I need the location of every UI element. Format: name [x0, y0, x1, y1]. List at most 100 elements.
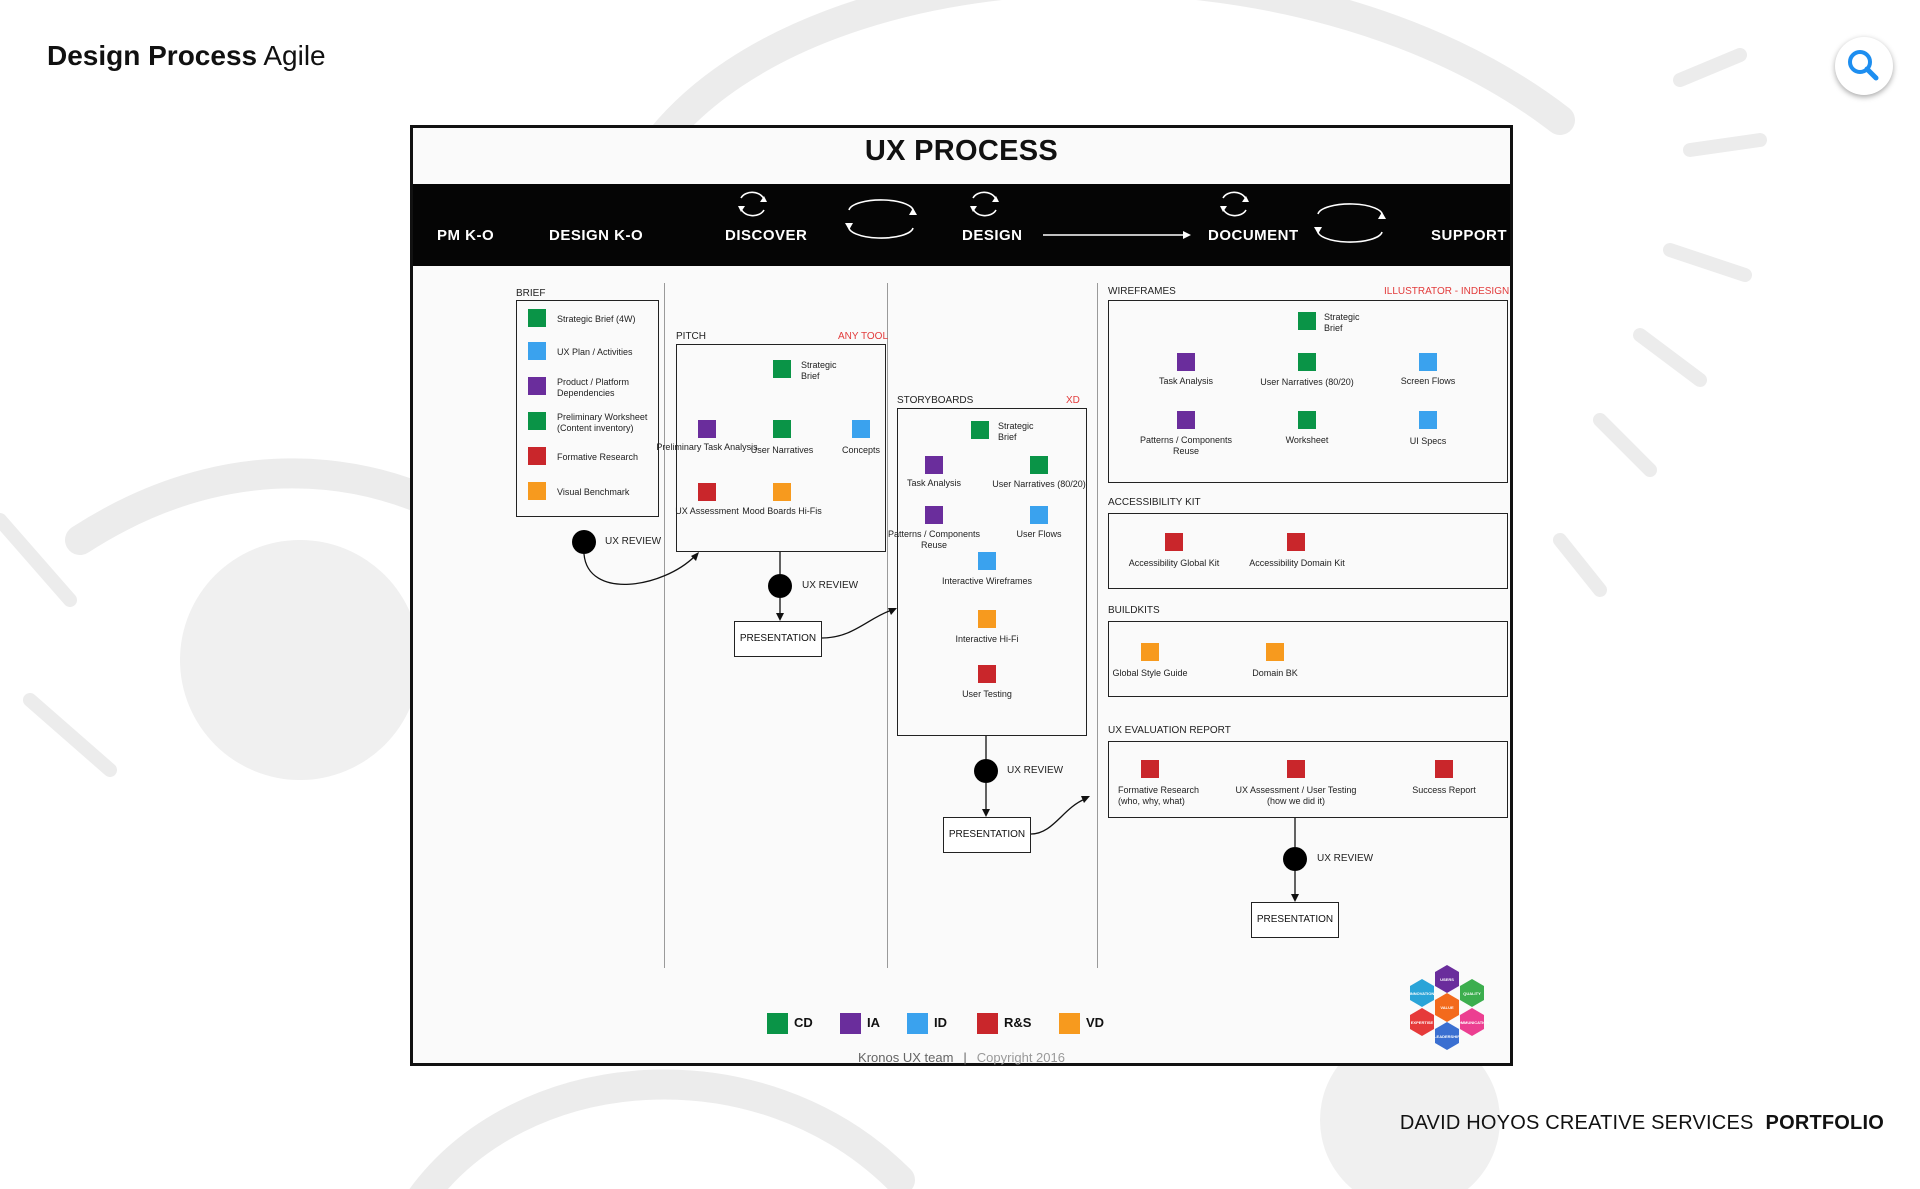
cycle-arrows-icon: [740, 191, 1247, 217]
storyboard-item: User Testing: [962, 689, 1012, 699]
legend-swatch: [767, 1013, 788, 1034]
legend-swatch: [907, 1013, 928, 1034]
wireframes-box: Strategic Brief Task Analysis User Narra…: [1108, 300, 1508, 483]
credit-copyright: Copyright 2016: [976, 1050, 1065, 1065]
stage-pm-ko: PM K-O: [437, 227, 495, 244]
diagram-title: UX PROCESS: [864, 135, 1059, 167]
ux-review-label: UX REVIEW: [802, 580, 859, 591]
review-dot: [1283, 847, 1307, 871]
hex-petal: EXPERTISE: [1411, 1020, 1434, 1025]
wireframes-tool-label: ILLUSTRATOR - INDESIGN: [1384, 286, 1510, 297]
pitch-item: Strategic Brief: [801, 360, 837, 381]
accessibility-box: Accessibility Global Kit Accessibility D…: [1108, 513, 1508, 589]
hex-petal: LEADERSHIP: [1434, 1034, 1460, 1039]
brief-item: UX Plan / Activities: [557, 347, 633, 357]
legend-swatch: [1419, 411, 1437, 429]
pitch-item: UX Assessment: [675, 506, 739, 516]
legend-swatch: [971, 421, 989, 439]
legend-swatch: [1298, 411, 1316, 429]
column-divider: [887, 283, 888, 968]
legend-swatch: [1030, 506, 1048, 524]
storyboard-item: Task Analysis: [906, 478, 962, 488]
legend-swatch: [528, 412, 546, 430]
legend-swatch: [852, 420, 870, 438]
storyboard-item: Patterns / Components Reuse: [887, 529, 981, 550]
brief-item: Visual Benchmark: [557, 487, 630, 497]
legend-swatch: [1298, 312, 1316, 330]
presentation-box: PRESENTATION: [943, 817, 1031, 853]
ux-review-label: UX REVIEW: [1317, 853, 1374, 864]
legend-swatch: [1059, 1013, 1080, 1034]
legend-swatch: [698, 420, 716, 438]
ux-review-label: UX REVIEW: [605, 536, 662, 547]
storyboard-item: Strategic Brief: [998, 421, 1034, 442]
credit-line: Kronos UX team|Copyright 2016: [858, 1050, 1065, 1065]
evaluation-item: Formative Research (who, why, what): [1118, 785, 1200, 806]
column-divider: [664, 283, 665, 968]
brief-item: Formative Research: [557, 452, 639, 462]
stage-bar: PM K-O DESIGN K-O DISCOVER DESIGN DOCUME…: [413, 184, 1510, 266]
accessibility-item: Accessibility Domain Kit: [1249, 558, 1345, 568]
legend-swatch: [840, 1013, 861, 1034]
legend-swatch: [1298, 353, 1316, 371]
legend-item-ia: IA: [840, 1013, 880, 1035]
evaluation-item: UX Assessment / User Testing (how we did…: [1235, 785, 1357, 806]
brief-item: Preliminary Worksheet (Content inventory…: [557, 412, 648, 433]
evaluation-item: Success Report: [1412, 785, 1476, 795]
legend-swatch: [1287, 760, 1305, 778]
wireframe-item: User Narratives (80/20): [1260, 377, 1354, 387]
pitch-box: Strategic Brief Preliminary Task Analysi…: [656, 344, 886, 552]
page-title: Design Process Agile: [47, 40, 326, 71]
legend-item-rs: R&S: [977, 1013, 1031, 1035]
pitch-item: Preliminary Task Analysis: [656, 442, 758, 452]
legend-item-id: ID: [907, 1013, 947, 1035]
hex-petal: QUALITY: [1463, 991, 1481, 996]
brief-item: Strategic Brief (4W): [557, 314, 636, 324]
legend-swatch: [978, 665, 996, 683]
storyboard-item: Interactive Wireframes: [941, 576, 1033, 586]
storyboard-item: User Narratives (80/20): [992, 479, 1086, 489]
stage-design-ko: DESIGN K-O: [549, 227, 644, 244]
wireframes-label: WIREFRAMES: [1108, 286, 1176, 297]
storyboards-box: Strategic Brief Task Analysis User Narra…: [888, 408, 1087, 736]
search-button[interactable]: [1835, 37, 1893, 95]
legend-swatch: [1177, 411, 1195, 429]
stage-design: DESIGN: [962, 227, 1023, 244]
stage-discover: DISCOVER: [725, 227, 808, 244]
credit-team: Kronos UX team: [858, 1050, 954, 1065]
wireframe-item: Patterns / Components Reuse: [1139, 435, 1233, 456]
legend-item-cd: CD: [767, 1013, 813, 1035]
legend-item-vd: VD: [1059, 1013, 1104, 1035]
wireframe-item: UI Specs: [1409, 436, 1447, 446]
presentation-box: PRESENTATION: [734, 621, 822, 657]
evaluation-box: Formative Research (who, why, what) UX A…: [1108, 741, 1508, 818]
stage-support: SUPPORT: [1431, 227, 1508, 244]
legend-swatch: [528, 377, 546, 395]
brief-item: Product / Platform Dependencies: [557, 377, 630, 398]
review-dot: [572, 530, 596, 554]
storyboards-label: STORYBOARDS: [897, 395, 974, 406]
pitch-item: User Narratives: [750, 445, 814, 455]
legend-swatch: [1435, 760, 1453, 778]
legend-swatch: [1419, 353, 1437, 371]
search-icon: [1848, 50, 1879, 81]
legend-swatch: [528, 342, 546, 360]
ux-review-label: UX REVIEW: [1007, 765, 1064, 776]
legend-swatch: [1165, 533, 1183, 551]
hex-petal: COMMUNICATION: [1455, 1020, 1490, 1025]
values-hexagon-badge: USERS QUALITY COMMUNICATION LEADERSHIP E…: [1410, 965, 1490, 1050]
review-dot: [974, 759, 998, 783]
wireframe-item: Task Analysis: [1158, 376, 1214, 386]
buildkits-label: BUILDKITS: [1108, 605, 1160, 616]
legend-swatch: [528, 447, 546, 465]
hex-petal: INNOVATION: [1410, 991, 1435, 996]
legend-swatch: [978, 610, 996, 628]
legend-swatch: [1141, 760, 1159, 778]
brief-box: Strategic Brief (4W) UX Plan / Activitie…: [516, 300, 659, 517]
buildkit-item: Domain BK: [1252, 668, 1298, 678]
legend-swatch: [1030, 456, 1048, 474]
legend-swatch: [1287, 533, 1305, 551]
pitch-tool-label: ANY TOOL: [838, 331, 889, 342]
buildkit-item: Global Style Guide: [1112, 668, 1188, 678]
